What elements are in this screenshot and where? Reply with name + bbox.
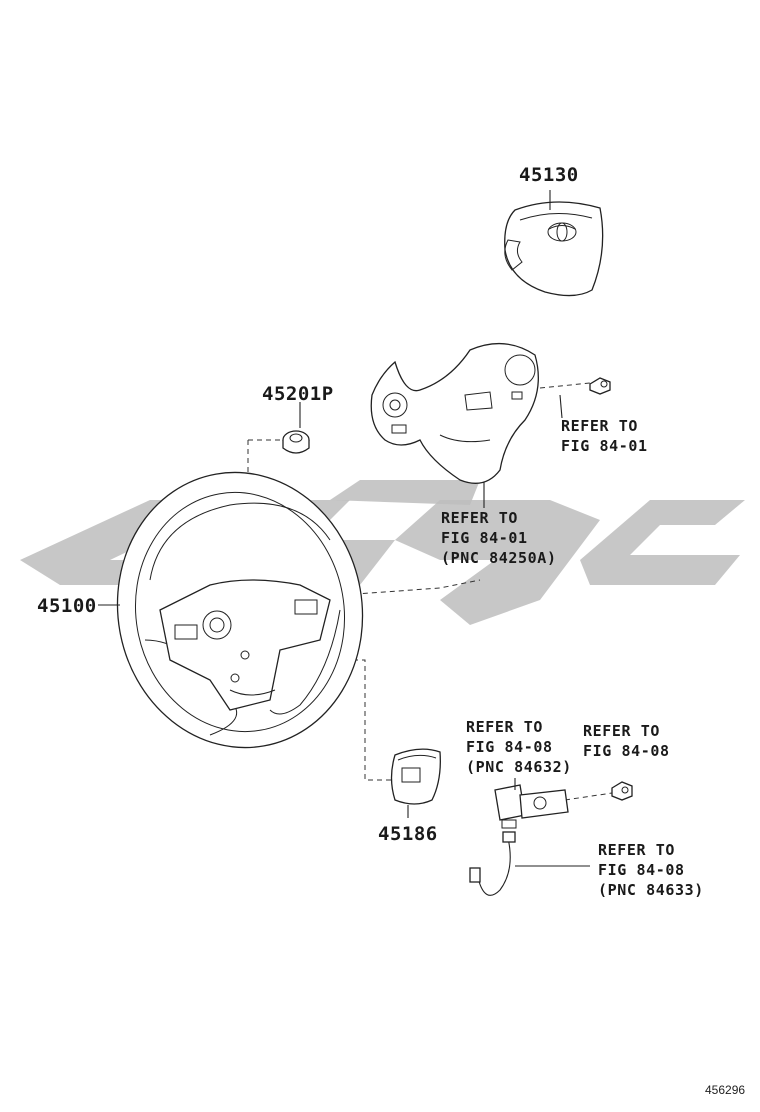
- figure-id: 456296: [705, 1083, 745, 1097]
- nut-45201p-illustration: [282, 430, 310, 454]
- reference-fig-84-01-upper: REFER TO FIG 84-01: [561, 417, 648, 455]
- part-number-45100: 45100: [37, 595, 97, 617]
- screw-part-upper: [589, 377, 611, 395]
- steering-switch-illustration: [494, 784, 569, 829]
- part-number-45186: 45186: [378, 823, 438, 845]
- wire-harness-illustration: [469, 831, 516, 896]
- reference-line: (PNC 84250A): [441, 549, 557, 567]
- reference-line: REFER TO: [466, 718, 543, 736]
- switch-bezel-45186-illustration: [390, 748, 441, 805]
- steering-wheel-illustration: [116, 471, 364, 749]
- reference-fig-84-08-screw: REFER TO FIG 84-08: [583, 722, 670, 760]
- reference-line: FIG 84-08: [598, 861, 685, 879]
- reference-line: REFER TO: [598, 841, 675, 859]
- reference-fig-84-08-pnc-84633: REFER TO FIG 84-08 (PNC 84633): [598, 841, 704, 899]
- reference-fig-84-08-pnc-84632: REFER TO FIG 84-08 (PNC 84632): [466, 718, 572, 776]
- reference-line: (PNC 84632): [466, 758, 572, 776]
- airbag-pad-illustration: [504, 201, 604, 297]
- reference-line: (PNC 84633): [598, 881, 704, 899]
- reference-line: REFER TO: [441, 509, 518, 527]
- reference-line: FIG 84-08: [466, 738, 553, 756]
- steering-cover-illustration: [370, 342, 539, 484]
- reference-fig-84-01-pnc-84250a: REFER TO FIG 84-01 (PNC 84250A): [441, 509, 557, 567]
- reference-line: FIG 84-01: [441, 529, 528, 547]
- part-number-45201p: 45201P: [262, 383, 334, 405]
- leader-lines: [98, 190, 590, 867]
- part-number-45130: 45130: [519, 164, 579, 186]
- reference-line: FIG 84-08: [583, 742, 670, 760]
- reference-line: REFER TO: [583, 722, 660, 740]
- reference-line: REFER TO: [561, 417, 638, 435]
- reference-line: FIG 84-01: [561, 437, 648, 455]
- screw-part-lower: [611, 781, 633, 801]
